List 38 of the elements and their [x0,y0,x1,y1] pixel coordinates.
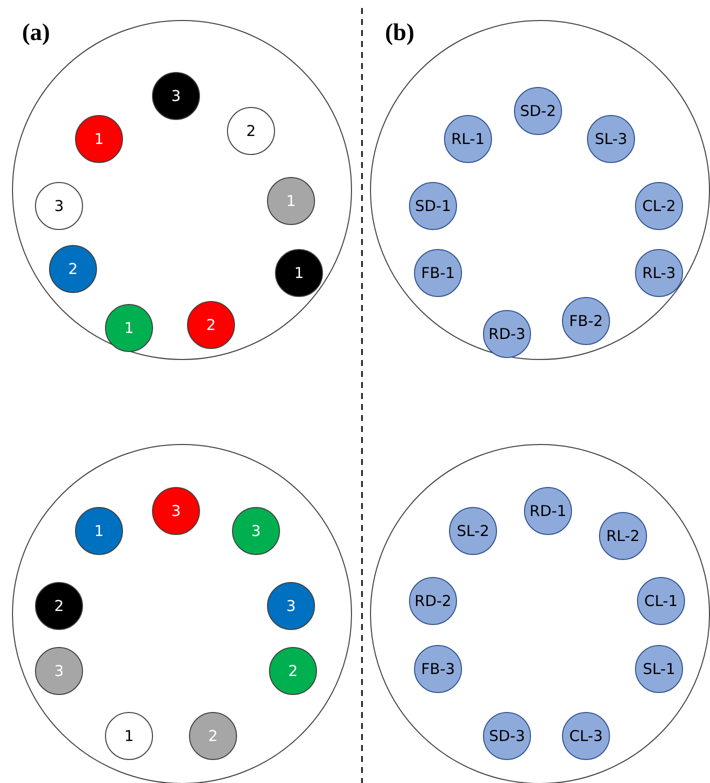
labeled-disc: 2 [189,712,237,760]
labeled-disc: SL-1 [635,645,683,693]
labeled-disc: 2 [35,582,83,630]
labeled-disc: CL-3 [562,712,610,760]
labeled-disc: RL-1 [444,115,492,163]
labeled-disc: 3 [152,487,200,535]
labeled-disc: 2 [227,107,275,155]
labeled-disc: 1 [275,249,323,297]
labeled-disc: 1 [75,115,123,163]
labeled-disc: FB-1 [414,249,462,297]
labeled-disc: SD-2 [514,87,562,135]
labeled-disc: 3 [152,72,200,120]
labeled-disc: SD-1 [409,182,457,230]
labeled-disc: RD-1 [524,487,572,535]
labeled-disc: 2 [49,245,97,293]
labeled-disc: FB-3 [414,645,462,693]
labeled-disc: SL-2 [449,507,497,555]
labeled-disc: RL-2 [599,512,647,560]
labeled-disc: FB-2 [562,297,610,345]
labeled-disc: 1 [267,177,315,225]
labeled-disc: 3 [35,182,83,230]
labeled-disc: 1 [75,507,123,555]
labeled-disc: 3 [232,507,280,555]
labeled-disc: RD-2 [409,577,457,625]
panel-label: (b) [385,20,414,47]
labeled-disc: 1 [105,712,153,760]
labeled-disc: 3 [35,647,83,695]
labeled-disc: RL-3 [635,249,683,297]
panel-label: (a) [22,20,50,47]
labeled-disc: SD-3 [483,712,531,760]
labeled-disc: 2 [187,301,235,349]
labeled-disc: 2 [269,647,317,695]
labeled-disc: RD-3 [483,310,531,358]
labeled-disc: 3 [267,582,315,630]
labeled-disc: CL-2 [635,182,683,230]
labeled-disc: 1 [105,304,153,352]
labeled-disc: SL-3 [587,115,635,163]
labeled-disc: CL-1 [637,577,685,625]
